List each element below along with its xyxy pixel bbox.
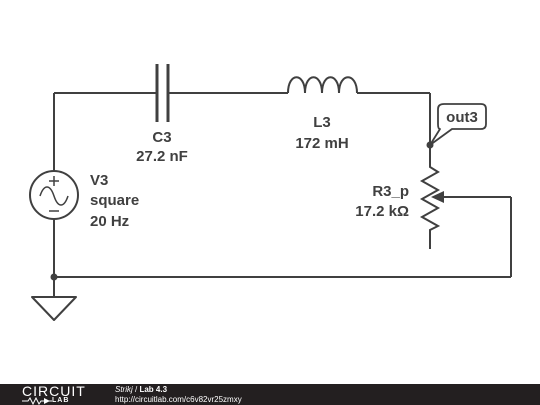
circuit-schematic: C3 27.2 nF L3 172 mH V3 square 20 Hz R3_… — [29, 64, 512, 321]
logo-resistor-icon — [22, 397, 52, 405]
footer-title-line: Strikj / Lab 4.3 — [115, 385, 242, 395]
footer-bar: CIRCUIT LAB Strikj / Lab 4.3 http://circ… — [0, 384, 540, 405]
resistor-zigzag — [419, 163, 441, 249]
circuitlab-logo[interactable]: CIRCUIT LAB — [22, 384, 112, 405]
voltage-source-v3[interactable] — [29, 170, 79, 220]
l3-name-label: L3 — [313, 114, 331, 131]
v3-frequency-label: 20 Hz — [90, 213, 129, 230]
wiper-arrowhead — [431, 191, 444, 203]
probe-flag — [429, 103, 487, 146]
r3-name-label: R3_p — [372, 183, 409, 200]
v3-name-label: V3 — [90, 172, 108, 189]
r3-value-label: 17.2 kΩ — [355, 203, 409, 220]
inductor-l3[interactable] — [287, 76, 358, 94]
ground-triangle — [31, 296, 77, 321]
v3-waveform-label: square — [90, 192, 139, 209]
logo-circuit-text: CIRCUIT — [22, 384, 86, 399]
wires — [53, 92, 512, 296]
c3-value-label: 27.2 nF — [136, 148, 188, 165]
inductor-coil — [287, 76, 358, 94]
l3-value-label: 172 mH — [295, 135, 348, 152]
logo-lab-text: LAB — [52, 397, 70, 404]
c3-name-label: C3 — [152, 129, 171, 146]
potentiometer-r3[interactable] — [419, 163, 448, 249]
circuit-title-link[interactable]: Lab 4.3 — [139, 385, 168, 394]
title-separator: / — [132, 385, 140, 394]
sine-wave-icon — [39, 186, 69, 206]
probe-out3[interactable]: out3 — [429, 103, 487, 146]
ground-symbol — [31, 296, 77, 321]
footer-info: Strikj / Lab 4.3 http://circuitlab.com/c… — [115, 385, 242, 405]
probe-label: out3 — [446, 109, 478, 126]
capacitor-c3[interactable] — [155, 64, 170, 122]
junction-dot-probe — [426, 141, 434, 149]
circuit-url-link[interactable]: http://circuitlab.com/c6v82vr25zmxy — [115, 395, 242, 404]
author-link[interactable]: Strikj — [115, 385, 133, 394]
junction-dot-ground — [50, 273, 58, 281]
